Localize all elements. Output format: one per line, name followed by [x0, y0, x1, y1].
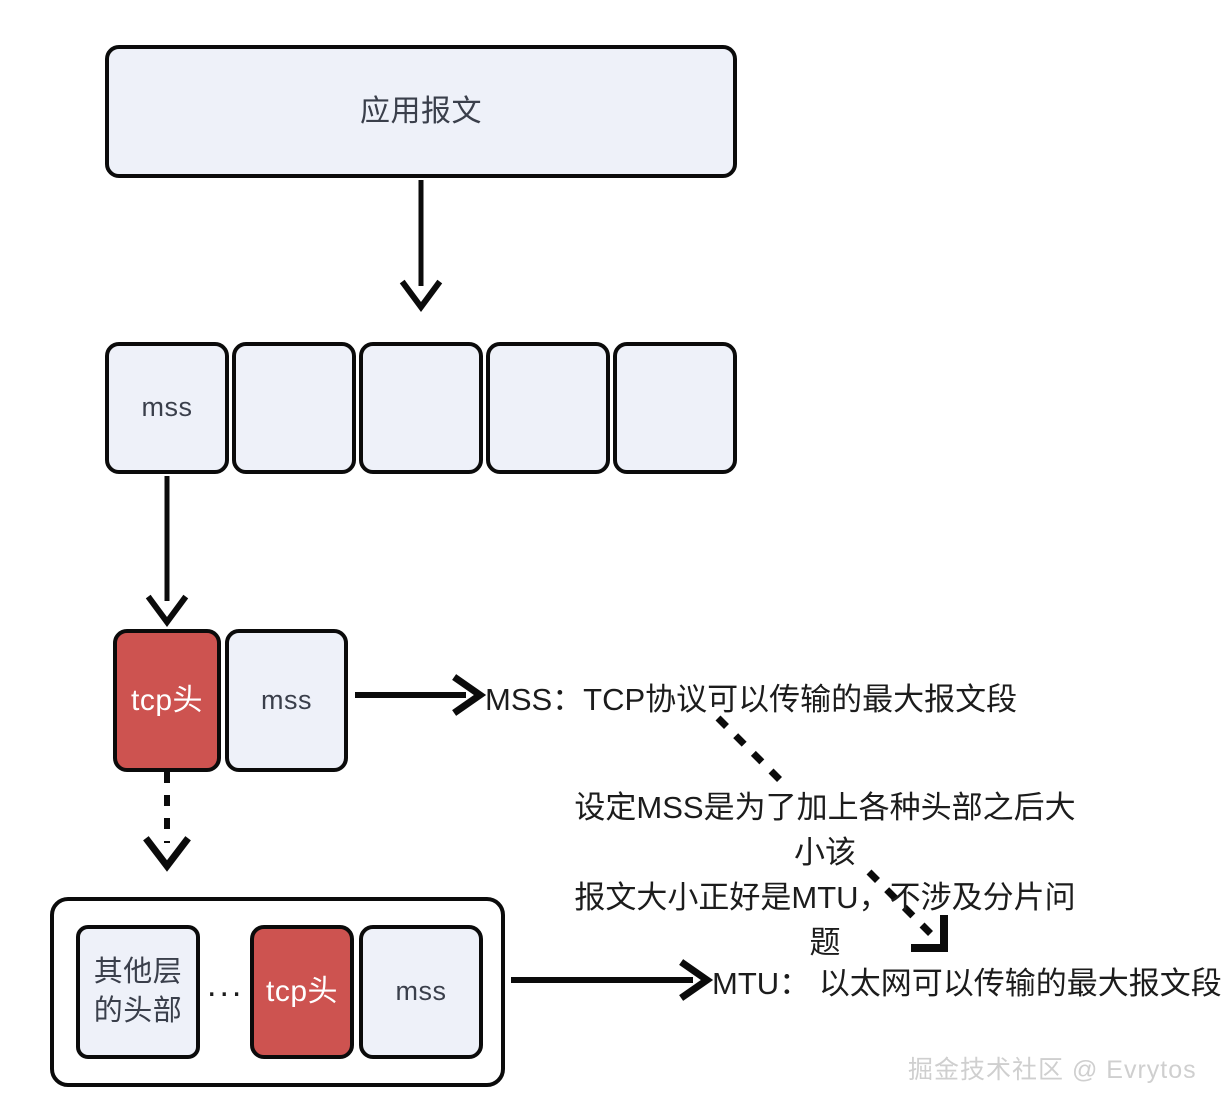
- frame-tcp-header-box: tcp头: [250, 925, 354, 1059]
- arrow-tcpseg-to-frame-dashed: [143, 772, 191, 872]
- arrow-appmsg-to-segments: [399, 180, 443, 313]
- ellipsis-indicator: ...: [207, 968, 244, 1002]
- tcp-payload-mss-label: mss: [261, 684, 312, 715]
- frame-mss-label: mss: [395, 976, 447, 1007]
- segment-box-5: [613, 342, 737, 474]
- application-message-label: 应用报文: [360, 94, 482, 128]
- frame-mss-box: mss: [359, 925, 483, 1059]
- tcp-header-label: tcp头: [130, 683, 204, 717]
- mss-mtu-note-line2: 报文大小正好是MTU，不涉及分片问题: [574, 879, 1076, 960]
- mss-definition-label: MSS：TCP协议可以传输的最大报文段: [485, 682, 1018, 717]
- segment-box-2: [232, 342, 356, 474]
- application-message-box: 应用报文: [105, 45, 737, 178]
- frame-tcp-header-label: tcp头: [265, 975, 339, 1009]
- other-layer-headers-box: 其他层 的头部: [76, 925, 200, 1059]
- mss-mtu-note: 设定MSS是为了加上各种头部之后大小该 报文大小正好是MTU，不涉及分片问题: [565, 786, 1085, 966]
- watermark-label: 掘金技术社区 @ Evrytos: [908, 1056, 1197, 1084]
- mtu-definition-label: MTU： 以太网可以传输的最大报文段: [712, 966, 1222, 1001]
- segment-box-3: [359, 342, 483, 474]
- segment-label-1: mss: [141, 392, 193, 423]
- segment-box-4: [486, 342, 610, 474]
- ellipsis-label: ...: [207, 966, 245, 1004]
- tcp-payload-mss-box: mss: [225, 629, 348, 772]
- arrow-segment-to-tcpseg: [145, 476, 189, 628]
- mss-definition-text: MSS：TCP协议可以传输的最大报文段: [485, 678, 1017, 723]
- dashed-leader-to-mss: [715, 715, 791, 791]
- arrow-frame-to-mtu-label: [511, 959, 714, 1001]
- mss-mtu-note-line1: 设定MSS是为了加上各种头部之后大小该: [574, 790, 1076, 870]
- other-layer-headers-line2: 的头部: [93, 995, 183, 1027]
- tcp-header-box: tcp头: [113, 629, 221, 772]
- segment-box-1: mss: [105, 342, 229, 474]
- arrow-tcpseg-to-mss-label: [355, 674, 487, 716]
- other-layer-headers-line1: 其他层: [93, 955, 183, 988]
- watermark: 掘金技术社区 @ Evrytos: [908, 1050, 1197, 1086]
- mtu-definition-text: MTU： 以太网可以传输的最大报文段: [712, 962, 1222, 1007]
